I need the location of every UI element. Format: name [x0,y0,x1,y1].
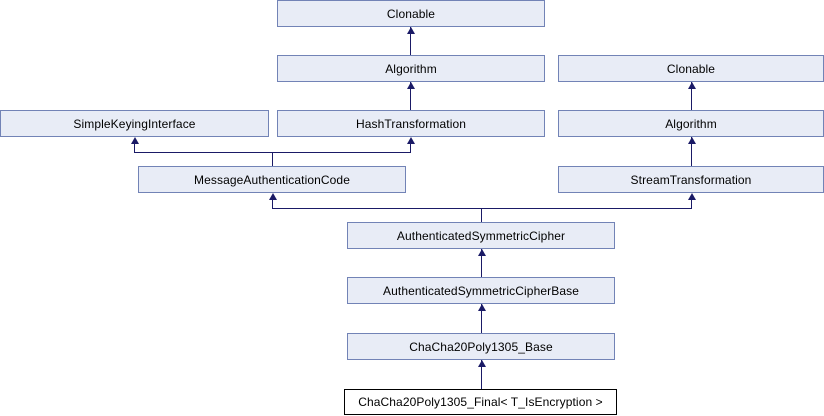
inheritance-arrow-icon [478,360,486,367]
class-node-label: StreamTransformation [630,172,752,187]
class-node-label: ChaCha20Poly1305_Base [409,339,553,354]
class-node-label: ChaCha20Poly1305_Final< T_IsEncryption > [358,395,603,409]
class-node-label: SimpleKeyingInterface [73,116,196,131]
inheritance-arrow-icon [407,27,415,34]
class-node-hashtransformation[interactable]: HashTransformation [277,110,545,137]
class-node-algorithm-right[interactable]: Algorithm [558,110,824,137]
edge-bus-drop-messageauthenticationcode [272,152,273,166]
class-node-label: Algorithm [385,61,437,76]
class-node-label: Clonable [666,61,716,76]
edge-streamtransformation-to-algorithm-right [691,137,692,166]
edge-messageauthenticationcode-to-simplekeyinginterface [134,144,135,153]
edge-authenticatedsymmetriccipher-to-messageauthenticationcode [272,200,273,209]
class-node-label: AuthenticatedSymmetricCipherBase [383,283,579,298]
class-node-authenticatedsymmetriccipher[interactable]: AuthenticatedSymmetricCipher [347,222,615,249]
class-node-streamtransformation[interactable]: StreamTransformation [558,166,824,193]
class-node-simplekeyinginterface[interactable]: SimpleKeyingInterface [0,110,269,137]
class-node-algorithm-middle[interactable]: Algorithm [277,55,545,82]
class-node-chacha20poly1305-base[interactable]: ChaCha20Poly1305_Base [347,333,615,360]
edge-ascbase-to-asc [481,249,482,277]
class-node-label: Clonable [386,6,436,21]
inheritance-arrow-icon [131,137,139,144]
inheritance-arrow-icon [688,193,696,200]
class-node-label: HashTransformation [355,116,467,131]
edge-chacha-base-to-ascbase [481,304,482,333]
class-node-chacha20poly1305-final-current[interactable]: ChaCha20Poly1305_Final< T_IsEncryption > [344,389,617,415]
class-node-clonable-top[interactable]: Clonable [277,0,545,27]
edge-messageauthenticationcode-to-hashtransformation [410,144,411,153]
inheritance-arrow-icon [269,193,277,200]
inheritance-arrow-icon [407,137,415,144]
edge-chacha-final-to-chacha-base [481,360,482,389]
inheritance-arrow-icon [478,249,486,256]
class-node-authenticatedsymmetriccipherbase[interactable]: AuthenticatedSymmetricCipherBase [347,277,615,304]
edge-authenticatedsymmetriccipher-to-streamtransformation [691,200,692,209]
class-node-label: Algorithm [665,116,717,131]
edge-bus-drop-authenticatedsymmetriccipher [481,208,482,222]
class-node-label: AuthenticatedSymmetricCipher [396,228,566,243]
edge-hashtransformation-to-algorithm [410,82,411,110]
edge-algorithm-right-to-clonable-right [691,82,692,110]
class-node-label: MessageAuthenticationCode [194,172,350,187]
edge-algorithm-to-clonable-top [410,27,411,55]
edge-bus-authenticatedsymmetriccipher [272,208,692,209]
inheritance-arrow-icon [688,82,696,89]
class-node-clonable-right[interactable]: Clonable [558,55,824,82]
inheritance-arrow-icon [407,82,415,89]
inheritance-arrow-icon [688,137,696,144]
class-node-messageauthenticationcode[interactable]: MessageAuthenticationCode [138,166,406,193]
inheritance-arrow-icon [478,304,486,311]
